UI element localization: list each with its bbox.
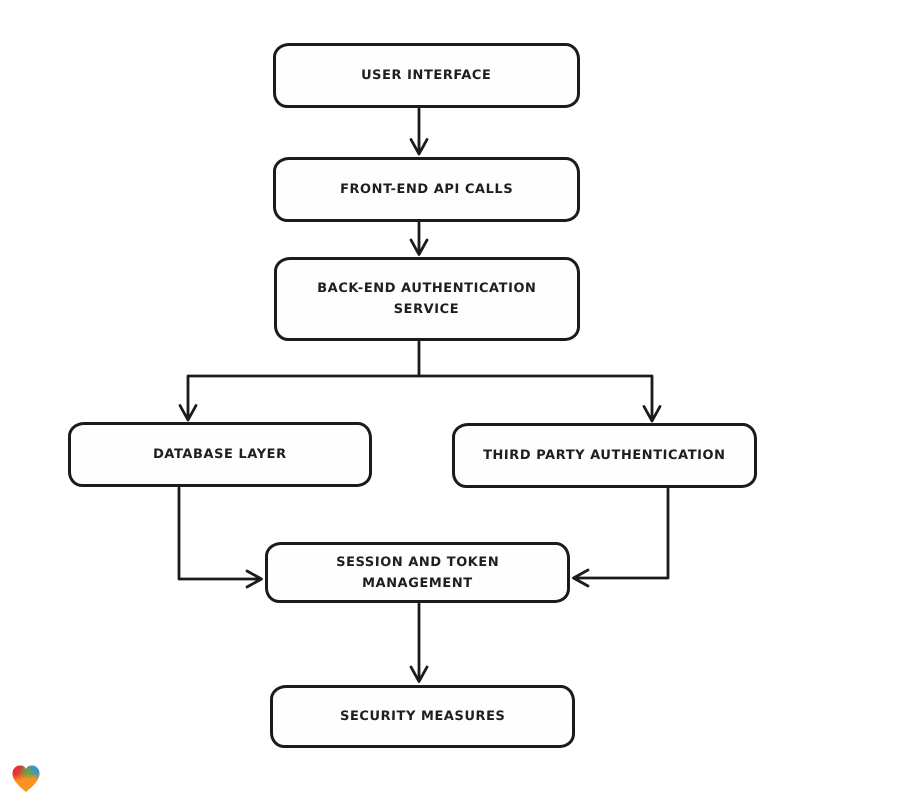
arrowhead-down-icon: [409, 238, 429, 256]
connector-ui-to-frontend: [409, 107, 429, 156]
arrowhead-left-icon: [572, 568, 590, 588]
arrowhead-down-icon: [178, 404, 198, 422]
node-user-interface[interactable]: USER INTERFACE: [273, 43, 580, 108]
node-label: SESSION AND TOKEN MANAGEMENT: [336, 554, 500, 591]
node-session-and-token-management[interactable]: SESSION AND TOKEN MANAGEMENT: [265, 542, 570, 603]
arrowhead-right-icon: [245, 569, 263, 589]
connector-database-to-session: [177, 486, 263, 589]
connector-session-to-security: [409, 602, 429, 683]
node-label: DATABASE LAYER: [153, 447, 287, 462]
node-security-measures[interactable]: SECURITY MEASURES: [270, 685, 575, 748]
connector-backend-to-database: [178, 340, 421, 422]
arrowhead-down-icon: [409, 665, 429, 683]
connector-backend-to-thirdparty: [417, 374, 662, 423]
node-label: BACK-END AUTHENTICATION SERVICE: [317, 281, 537, 317]
node-label: USER INTERFACE: [361, 68, 492, 83]
node-label: THIRD PARTY AUTHENTICATION: [483, 448, 726, 463]
arrowhead-down-icon: [409, 138, 429, 156]
node-label: SECURITY MEASURES: [339, 709, 506, 724]
connector-thirdparty-to-session: [572, 487, 670, 588]
connector-frontend-to-backend: [409, 221, 429, 256]
node-front-end-api-calls[interactable]: FRONT-END API CALLS: [273, 157, 580, 222]
node-database-layer[interactable]: DATABASE LAYER: [68, 422, 372, 487]
gradient-heart-logo[interactable]: [10, 761, 42, 797]
node-back-end-authentication-service[interactable]: BACK-END AUTHENTICATION SERVICE: [274, 257, 580, 341]
arrowhead-down-icon: [642, 405, 662, 423]
node-label: FRONT-END API CALLS: [339, 182, 514, 197]
node-third-party-authentication[interactable]: THIRD PARTY AUTHENTICATION: [452, 423, 757, 488]
gradient-heart-icon: [12, 765, 40, 792]
